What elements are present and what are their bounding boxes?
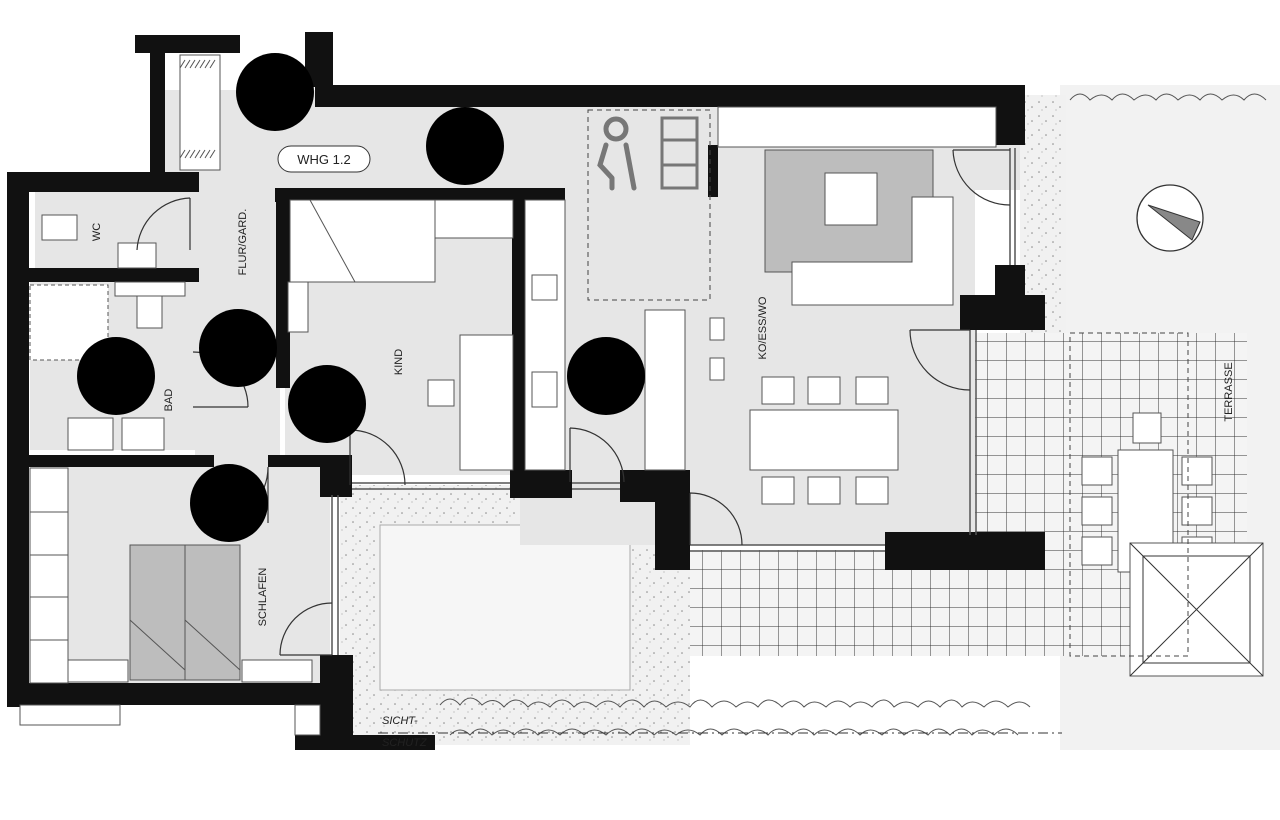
kitchen-hob [531, 371, 558, 408]
sichtschutz-label-line1: SICHT- [382, 715, 418, 727]
dining-chairs [761, 376, 889, 505]
terrace-umbrella [1129, 542, 1264, 677]
dining-table [749, 409, 899, 471]
wardrobe-shelves [179, 54, 221, 171]
courtyard-lawn [379, 524, 631, 691]
schlafen-wardrobe [29, 467, 69, 684]
room-label-wc: WC [91, 223, 103, 241]
terrace-chairs [1081, 412, 1213, 566]
room-label-flur: FLUR/GARD. [237, 209, 249, 276]
windows [331, 148, 1016, 655]
neighbour-unit-block-2 [294, 704, 321, 736]
kind-desk [459, 334, 514, 471]
north-arrow-icon [1136, 184, 1204, 252]
schlafen-bed-right [184, 544, 241, 681]
bad-toilet [114, 281, 186, 297]
room-label-terrasse: TERRASSE [1223, 362, 1235, 421]
bad-sink-2 [121, 417, 165, 451]
walls [7, 32, 1045, 750]
kind-bed [289, 199, 436, 283]
unit-label-box [277, 145, 371, 173]
neighbour-unit-block [19, 704, 121, 726]
room-label-bad: BAD [163, 389, 175, 412]
unit-label: WHG 1.2 [297, 152, 350, 167]
living-sofa [791, 196, 954, 306]
sichtschutz-label-line2: SCHUTZ [382, 737, 428, 749]
living-sideboard [717, 106, 997, 148]
schlafen-bedside [67, 659, 129, 683]
kitchen-turning-area [587, 109, 711, 301]
kind-shelf [287, 281, 309, 333]
accessible-kitchen-user-icon [597, 116, 699, 191]
schlafen-bed-left [129, 544, 186, 681]
terrace-boundary [1069, 332, 1189, 657]
bad-toilet-bowl [136, 295, 163, 329]
room-label-kind: KIND [393, 349, 405, 375]
kind-wardrobe [434, 199, 514, 239]
bad-sink-1 [67, 417, 114, 451]
room-label-kochen: KO/ESS/WO [757, 296, 769, 359]
kitchen-chair-2 [709, 357, 725, 381]
wc-toilet [41, 214, 78, 241]
living-coffee-table [824, 172, 878, 226]
kitchen-tall-cabinets [644, 309, 686, 471]
kitchen-chair-1 [709, 317, 725, 341]
room-label-schlafen: SCHLAFEN [257, 568, 269, 627]
kitchen-counter [524, 199, 566, 471]
hedge [439, 93, 1267, 736]
schlafen-bedside-2 [241, 659, 313, 683]
kitchen-sink [531, 274, 558, 301]
kind-stool [427, 379, 455, 407]
